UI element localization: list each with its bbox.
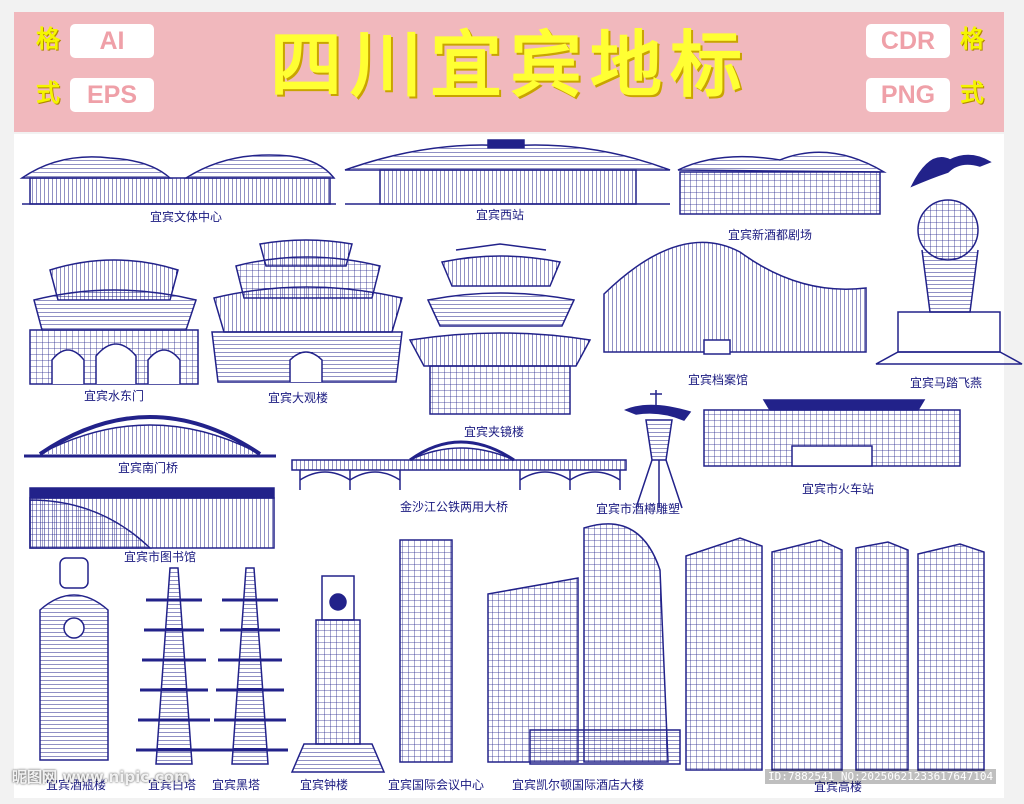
label-jinsha-bridge: 金沙江公铁两用大桥 bbox=[400, 500, 509, 514]
label-kaierdun-hotel: 宜宾凯尔顿国际酒店大楼 bbox=[512, 778, 645, 792]
header-banner bbox=[14, 12, 1004, 132]
jiajing-tower-art bbox=[408, 243, 592, 415]
site-watermark: 昵图网 www.nipic.com bbox=[12, 768, 190, 786]
daguan-tower-art bbox=[211, 239, 403, 383]
clock-tower-art bbox=[290, 575, 386, 773]
railway-station-art bbox=[703, 399, 961, 467]
format-badge-ai: AI bbox=[70, 24, 154, 58]
sports-center-art bbox=[19, 154, 336, 205]
nanmen-bridge-art bbox=[24, 415, 276, 458]
label-conference-center: 宜宾国际会议中心 bbox=[388, 778, 485, 792]
label-white-pagoda: 宜宾白塔 bbox=[148, 778, 197, 792]
label-skyscrapers: 宜宾高楼 bbox=[814, 780, 863, 794]
label-library: 宜宾市图书馆 bbox=[124, 550, 197, 564]
label-bottle-tower: 宜宾酒瓶楼 bbox=[46, 778, 107, 792]
skyscrapers-art bbox=[685, 537, 985, 771]
label-nanmen-bridge: 宜宾南门桥 bbox=[118, 461, 179, 475]
label-archives: 宜宾档案馆 bbox=[688, 373, 749, 387]
black-pagoda-art bbox=[212, 567, 288, 765]
label-black-pagoda: 宜宾黑塔 bbox=[212, 778, 261, 792]
wine-vessel-sculpture-art bbox=[624, 390, 692, 509]
label-theater: 宜宾新酒都剧场 bbox=[728, 228, 813, 242]
right-side-char-1: 格 bbox=[960, 24, 984, 53]
label-sports-center: 宜宾文体中心 bbox=[150, 210, 223, 224]
bottle-tower-art bbox=[39, 557, 109, 761]
shuidong-gate-art bbox=[29, 259, 199, 385]
format-badge-png: PNG bbox=[866, 78, 950, 112]
page-title: 四川宜宾地标 bbox=[269, 22, 750, 107]
right-side-char-2: 式 bbox=[960, 78, 984, 107]
archives-art bbox=[603, 241, 867, 355]
jinsha-bridge-art bbox=[291, 440, 627, 490]
left-side-char-2: 式 bbox=[36, 78, 60, 107]
format-badge-eps: EPS bbox=[70, 78, 154, 112]
label-daguan-tower: 宜宾大观楼 bbox=[268, 391, 329, 405]
white-pagoda-art bbox=[136, 567, 212, 765]
id-watermark: ID:7882541 NO:20250621233617647104 bbox=[765, 769, 997, 784]
label-jiajing-tower: 宜宾夹镜楼 bbox=[464, 425, 525, 439]
label-railway-station: 宜宾市火车站 bbox=[802, 482, 875, 496]
label-shuidong-gate: 宜宾水东门 bbox=[84, 389, 145, 403]
label-horse-sculpture: 宜宾马踏飞燕 bbox=[910, 376, 983, 390]
label-clock-tower: 宜宾钟楼 bbox=[300, 778, 349, 792]
left-side-char-1: 格 bbox=[36, 24, 60, 53]
kaierdun-hotel-art bbox=[529, 523, 681, 765]
horse-sculpture-art bbox=[875, 154, 1023, 365]
label-west-station: 宜宾西站 bbox=[476, 208, 525, 222]
format-badge-cdr: CDR bbox=[866, 24, 950, 58]
theater-art bbox=[677, 151, 887, 215]
conference-center-art bbox=[399, 539, 579, 763]
library-art bbox=[29, 487, 275, 549]
west-station-art bbox=[344, 139, 671, 205]
label-wine-vessel-sculpture: 宜宾市酒樽雕塑 bbox=[596, 502, 681, 516]
